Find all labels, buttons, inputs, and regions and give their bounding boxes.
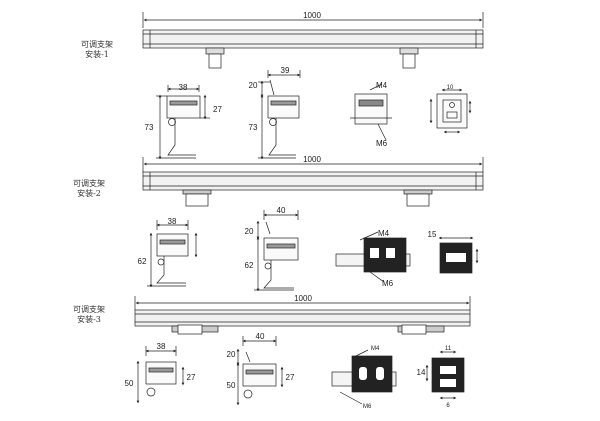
side-view-1a — [156, 85, 210, 160]
side-2b-top-text: 20 — [245, 227, 254, 236]
bar-3-length-text: 1000 — [294, 294, 312, 303]
bar-1-bracket-right — [399, 47, 419, 69]
side-1a-height-text: 73 — [145, 123, 154, 132]
side-3a-height-text: 50 — [125, 379, 134, 388]
bar-2-length-text: 1000 — [303, 155, 321, 164]
detail-view-2 — [335, 231, 411, 283]
side-view-2a — [147, 220, 198, 288]
side-2b-height-text: 62 — [245, 261, 254, 270]
section-1-label-line1: 可调支架 — [81, 40, 113, 49]
plate-3-bottom-text: 6 — [446, 403, 450, 409]
side-view-3b — [236, 336, 284, 406]
detail-view-3 — [331, 349, 397, 405]
detail-2-m4-text: M4 — [378, 229, 390, 238]
side-view-3a — [136, 346, 185, 404]
detail-view-1 — [350, 83, 392, 141]
plate-1-width-text: 10 — [447, 85, 454, 91]
bar-1-length-dimension — [142, 12, 484, 28]
bar-3-bracket-right — [397, 324, 445, 335]
side-1a-depth-text: 27 — [213, 105, 222, 114]
light-bar-2 — [142, 171, 484, 191]
bar-3-length-dimension — [134, 296, 471, 310]
side-3a-width-text: 38 — [157, 342, 166, 351]
section-3-label-line1: 可调支架 — [73, 305, 105, 314]
side-view-2b — [254, 210, 299, 292]
plate-2-width-text: 15 — [428, 230, 437, 239]
detail-2-m6-text: M6 — [382, 279, 394, 288]
side-2b-width-text: 40 — [277, 206, 286, 215]
side-3b-height-text: 50 — [227, 381, 236, 390]
detail-1-m4-text: M4 — [376, 81, 388, 90]
section-1-label-line2: 安装-1 — [85, 50, 109, 59]
plate-3-height-text: 14 — [417, 368, 426, 377]
side-3b-depth-text: 27 — [286, 373, 295, 382]
side-view-1b — [258, 70, 301, 160]
side-3b-width-text: 40 — [256, 332, 265, 341]
bar-1-bracket-left — [205, 47, 225, 69]
side-3b-top-text: 20 — [227, 350, 236, 359]
detail-3-m6-text: M6 — [363, 404, 372, 410]
detail-1-m6-text: M6 — [376, 139, 388, 148]
section-2-label-line1: 可调支架 — [73, 179, 105, 188]
plate-view-3 — [425, 350, 465, 400]
light-bar-3 — [134, 309, 471, 327]
side-1b-top-text: 20 — [249, 81, 258, 90]
side-1a-width-text: 38 — [179, 83, 188, 92]
section-3-label: 可调支架 安装-3 — [64, 305, 114, 325]
side-1b-width-text: 39 — [281, 66, 290, 75]
side-3a-depth-text: 27 — [187, 373, 196, 382]
plate-3-width-text: 11 — [445, 346, 452, 352]
side-2a-width-text: 38 — [168, 217, 177, 226]
section-1-label: 可调支架 安装-1 — [72, 40, 122, 60]
bar-2-length-dimension — [142, 157, 484, 172]
bar-2-bracket-left — [182, 189, 212, 207]
bar-2-bracket-right — [403, 189, 433, 207]
bar-1-length-text: 1000 — [303, 11, 321, 20]
side-1b-height-text: 73 — [249, 123, 258, 132]
section-2-label-line2: 安装-2 — [77, 189, 101, 198]
plate-view-1 — [429, 88, 472, 134]
side-2a-height-text: 62 — [138, 257, 147, 266]
section-2-label: 可调支架 安装-2 — [64, 179, 114, 199]
light-bar-1 — [142, 29, 484, 49]
detail-3-m4-text: M4 — [371, 346, 380, 352]
plate-view-2 — [438, 236, 479, 274]
bar-3-bracket-left — [171, 324, 219, 335]
section-3-label-line2: 安装-3 — [77, 315, 101, 324]
